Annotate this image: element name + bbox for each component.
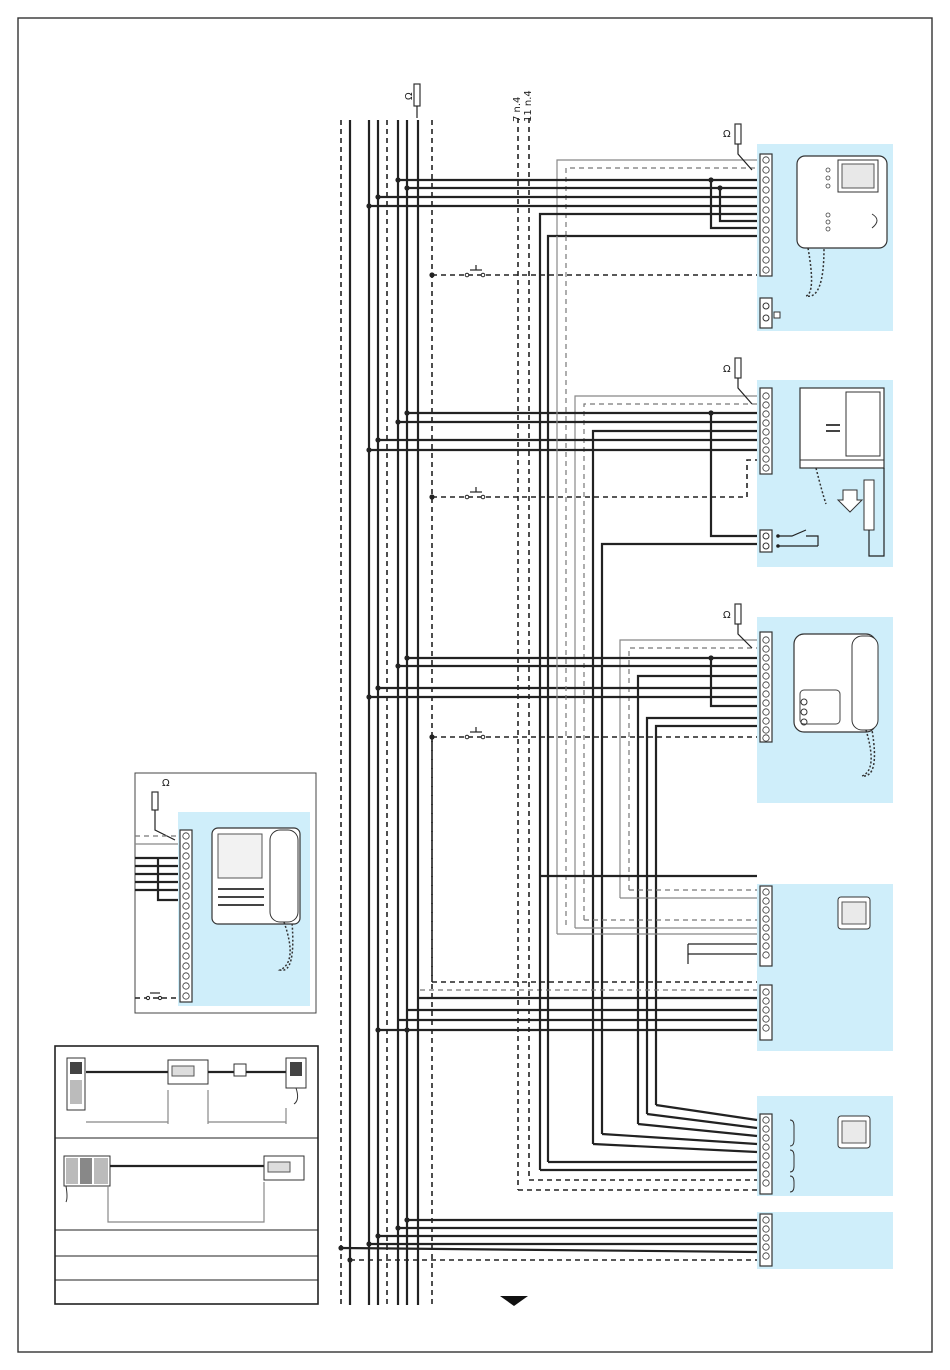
bus-label-11n4: 11 n.4 (523, 90, 534, 122)
ohm-label-top: Ω (404, 92, 415, 100)
svg-text:Ω: Ω (723, 610, 731, 621)
cable-connector-icon (864, 480, 874, 530)
down-triangle-icon (500, 1296, 528, 1306)
panel-junction-1 (757, 884, 893, 1051)
system-overview (55, 1046, 318, 1304)
unit-3-wiring (366, 640, 757, 1124)
terminal-strip-3 (760, 632, 772, 742)
switch-symbol-3 (465, 727, 485, 739)
panel-junction-2 (757, 1096, 893, 1196)
distributor-icon (234, 1064, 246, 1076)
unit-1-wiring (366, 160, 757, 1162)
inset-detail: Ω (135, 773, 316, 1013)
junction-power-wiring (338, 1217, 757, 1262)
svg-text:Ω: Ω (162, 778, 170, 789)
bus-label-7n4: 7 n.4 (512, 97, 523, 122)
panel-junction-3 (757, 1212, 893, 1269)
svg-text:Ω: Ω (723, 364, 731, 375)
unit-2-wiring (366, 396, 757, 1144)
svg-text:Ω: Ω (723, 129, 731, 140)
switch-symbol-2 (465, 487, 485, 499)
resistor-top (414, 84, 420, 106)
main-bus (341, 118, 529, 1305)
resistor-unit-3: Ω (723, 604, 752, 648)
resistor-unit-2: Ω (723, 358, 752, 404)
junction-1-wiring (432, 236, 757, 982)
terminal-strip-6 (760, 1214, 772, 1266)
switch-symbol-1 (465, 265, 485, 277)
resistor-unit-1: Ω (723, 124, 752, 170)
